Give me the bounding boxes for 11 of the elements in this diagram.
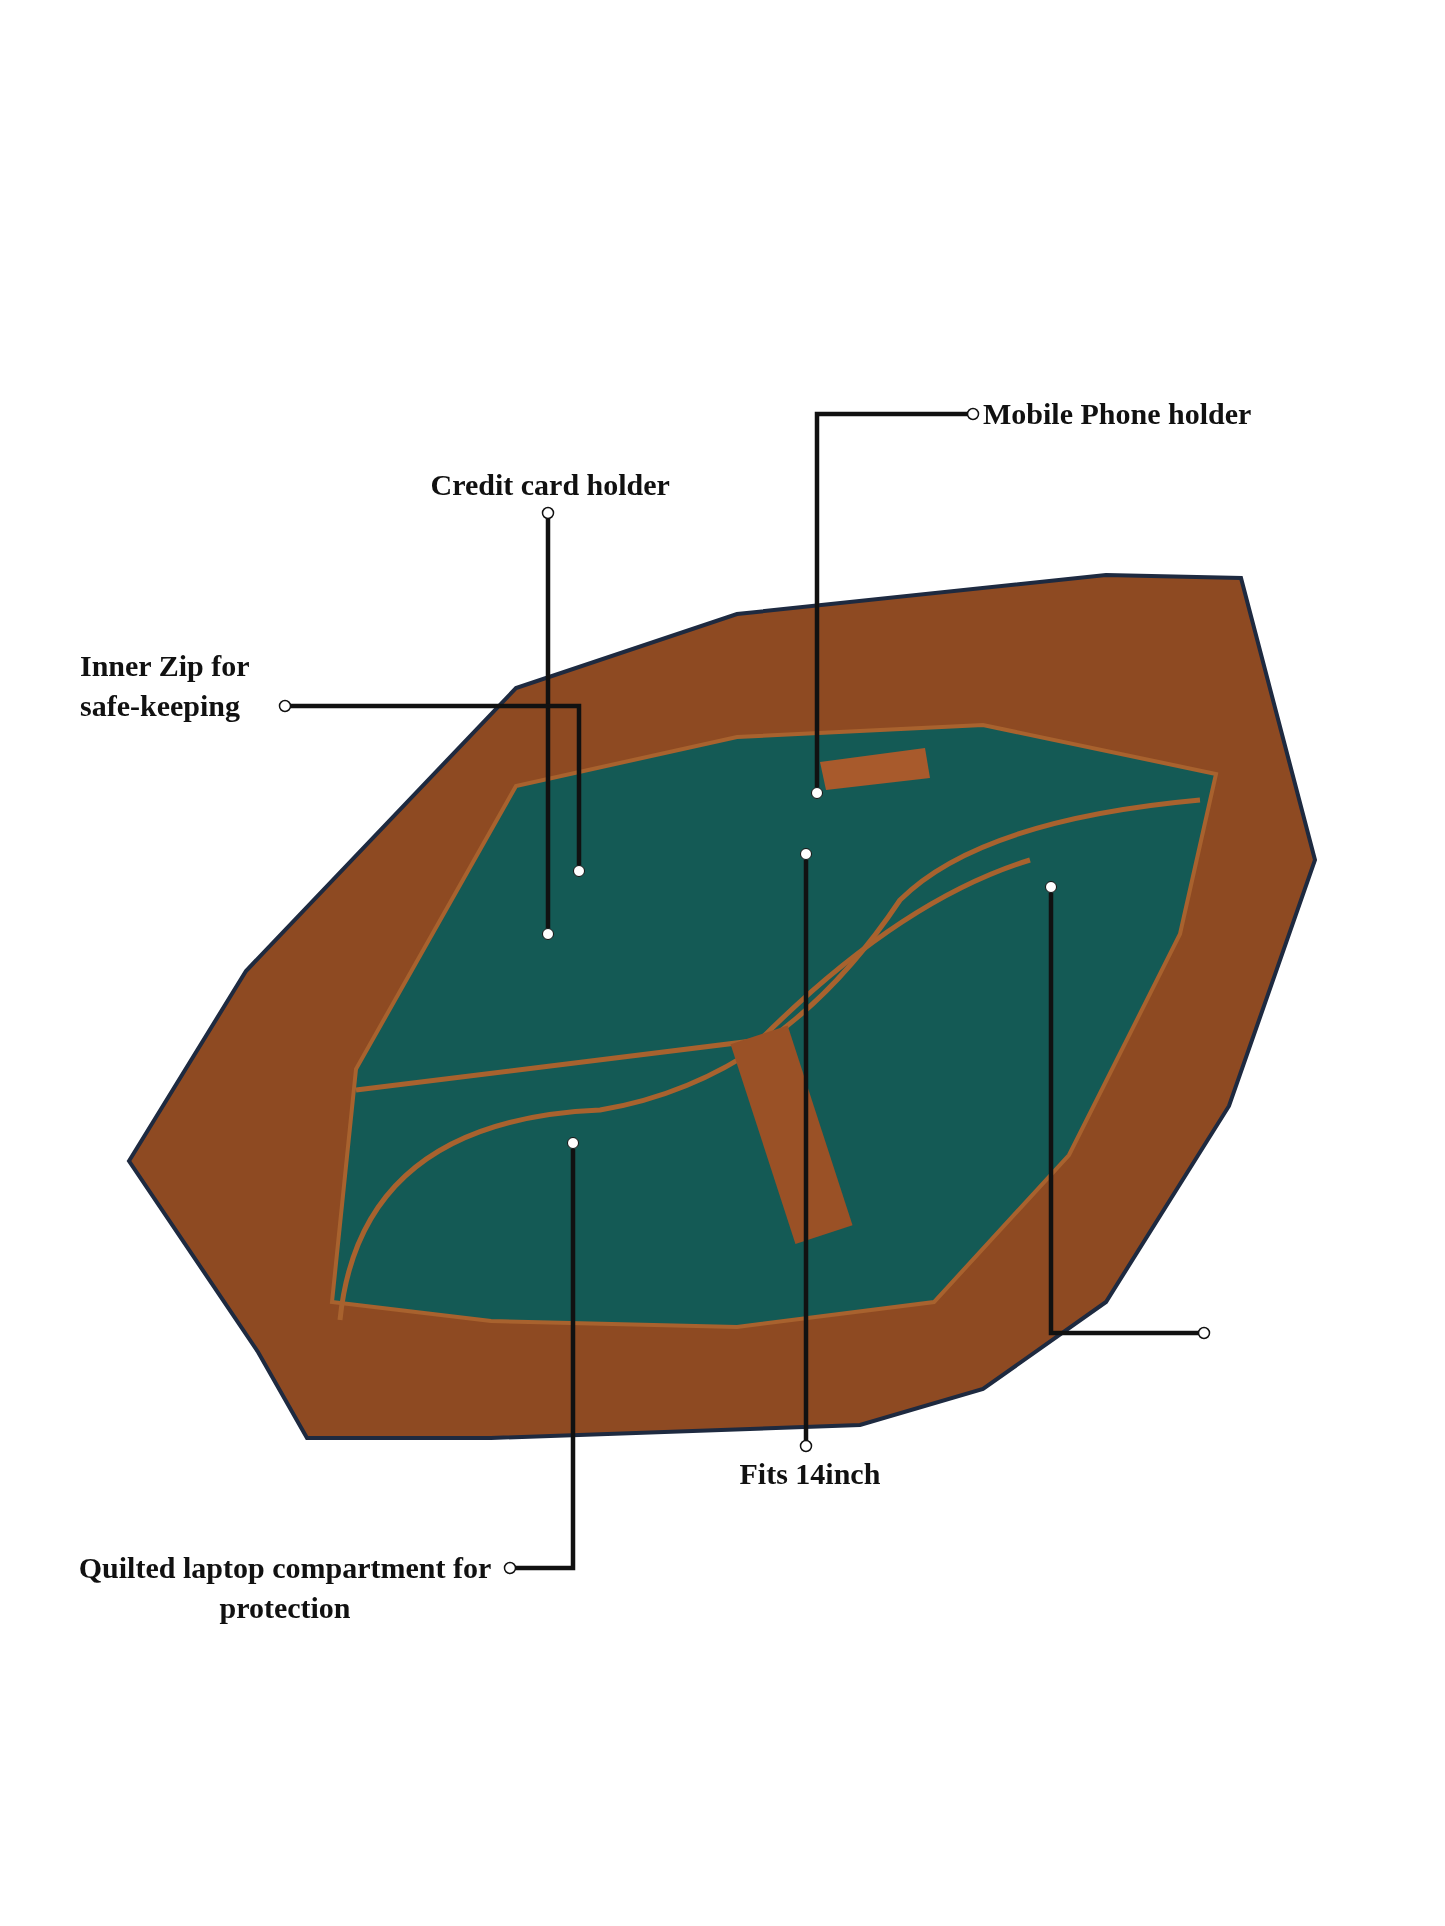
callout-label: Quilted laptop compartment for protection: [70, 1548, 500, 1628]
leader-line: [814, 407, 980, 787]
callout-label: Fits 14inch: [739, 1454, 881, 1494]
callout-label: Credit card holder: [430, 465, 670, 505]
leader-line: [278, 699, 582, 865]
callout-label: Mobile Phone holder: [983, 394, 1252, 434]
leader-line: [1048, 893, 1211, 1340]
leader-line: [503, 1149, 576, 1575]
leader-line: [799, 860, 813, 1453]
leader-line: [541, 506, 555, 928]
callout-label: Inner Zip for safe-keeping: [80, 646, 275, 726]
